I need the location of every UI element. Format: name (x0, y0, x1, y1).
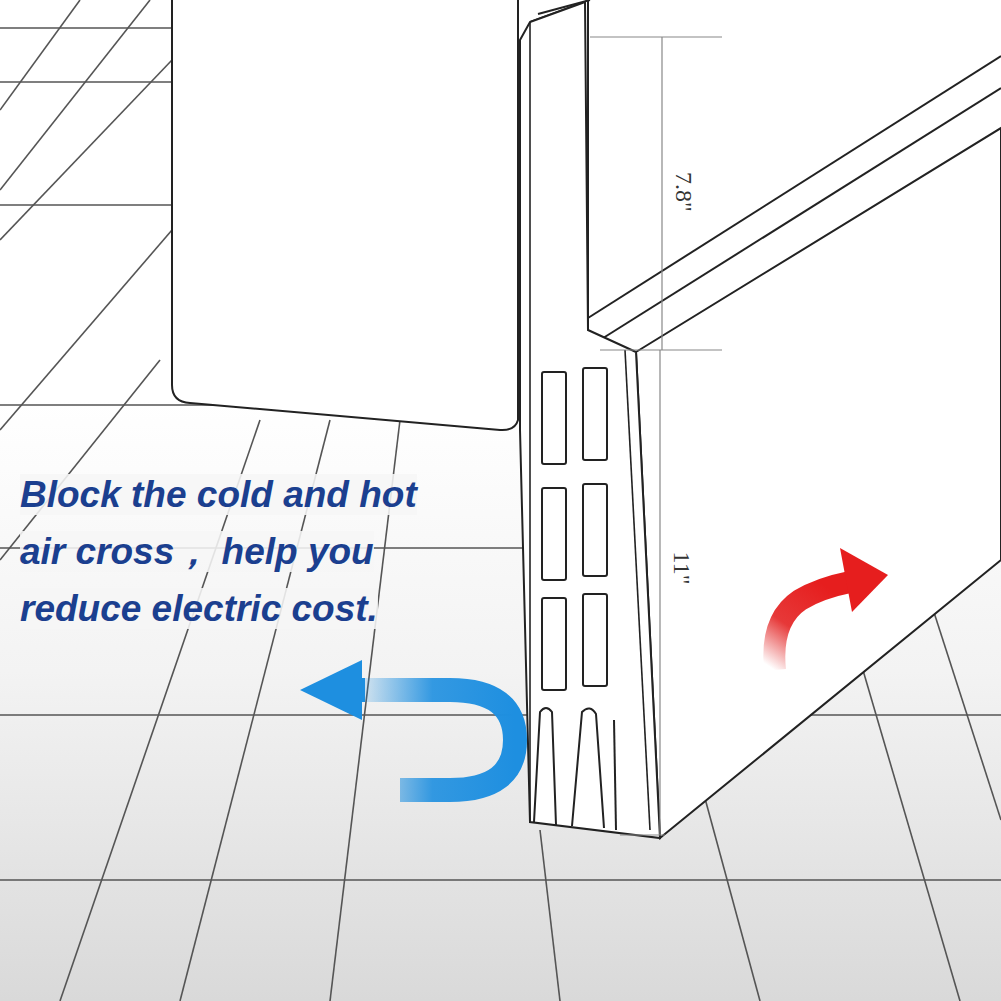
dimension-label: 11" (668, 548, 696, 589)
strip-fins (534, 708, 616, 830)
cold-air-arrow (350, 690, 515, 790)
hot-air-arrow (774, 582, 850, 670)
dimension-label: 7.8" (670, 168, 698, 216)
stopper-strip (520, 2, 660, 838)
door-panel (172, 0, 518, 430)
cold-air-arrowhead (300, 660, 362, 720)
strip-edge (529, 22, 531, 822)
strip-edge (625, 350, 650, 830)
strip-slots (542, 368, 607, 690)
stopper-lower-flap (636, 128, 1001, 838)
dimension-lines (590, 37, 722, 835)
callout-text: Block the cold and hot air cross， help y… (20, 466, 470, 637)
hot-air-arrowhead (840, 548, 888, 612)
